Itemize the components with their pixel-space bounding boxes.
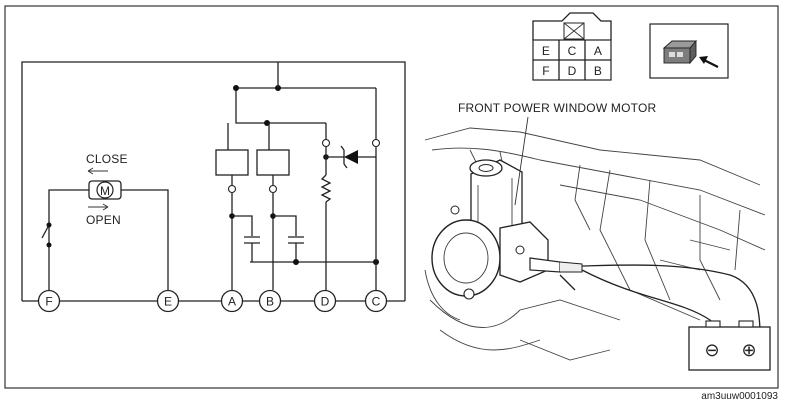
svg-text:C: C — [372, 295, 381, 309]
outer-frame — [4, 5, 779, 389]
relay-coil-a — [215, 149, 249, 176]
close-label: CLOSE — [86, 152, 128, 166]
terminal-f: F — [37, 289, 61, 313]
open-arrow-icon — [88, 203, 109, 211]
relay-coil-b — [256, 149, 290, 176]
pin-f: F — [542, 64, 550, 78]
reference-code: am3uuw0001093 — [701, 391, 778, 402]
pin-a: A — [594, 44, 602, 58]
callout-leader — [514, 116, 529, 206]
pin-c: C — [568, 44, 577, 58]
svg-text:A: A — [228, 295, 236, 309]
svg-text:F: F — [45, 295, 52, 309]
open-label: OPEN — [86, 213, 121, 227]
terminal-d: D — [313, 289, 337, 313]
battery-negative-icon: ⊖ — [704, 340, 719, 360]
motor-callout-label: FRONT POWER WINDOW MOTOR — [458, 101, 656, 115]
svg-text:E: E — [164, 295, 172, 309]
battery-positive-icon: ⊕ — [741, 340, 756, 360]
pin-e: E — [542, 44, 550, 58]
terminal-e: E — [156, 289, 180, 313]
svg-text:D: D — [321, 295, 330, 309]
terminal-a: A — [220, 289, 244, 313]
svg-text:B: B — [266, 295, 274, 309]
pin-d: D — [568, 64, 577, 78]
terminal-c: C — [364, 289, 388, 313]
connector-pinout: E C A F D B — [532, 12, 612, 81]
circuit-schematic: M CLOSE OPEN — [21, 61, 406, 313]
close-arrow-icon — [87, 167, 108, 175]
pin-b: B — [594, 64, 602, 78]
motor-illustration: FRONT POWER WINDOW MOTOR — [424, 101, 766, 361]
connector-icon — [649, 23, 729, 79]
battery: ⊖ ⊕ — [688, 320, 771, 371]
motor-symbol: M — [88, 180, 122, 200]
motor-letter: M — [100, 184, 110, 198]
terminal-b: B — [258, 289, 282, 313]
